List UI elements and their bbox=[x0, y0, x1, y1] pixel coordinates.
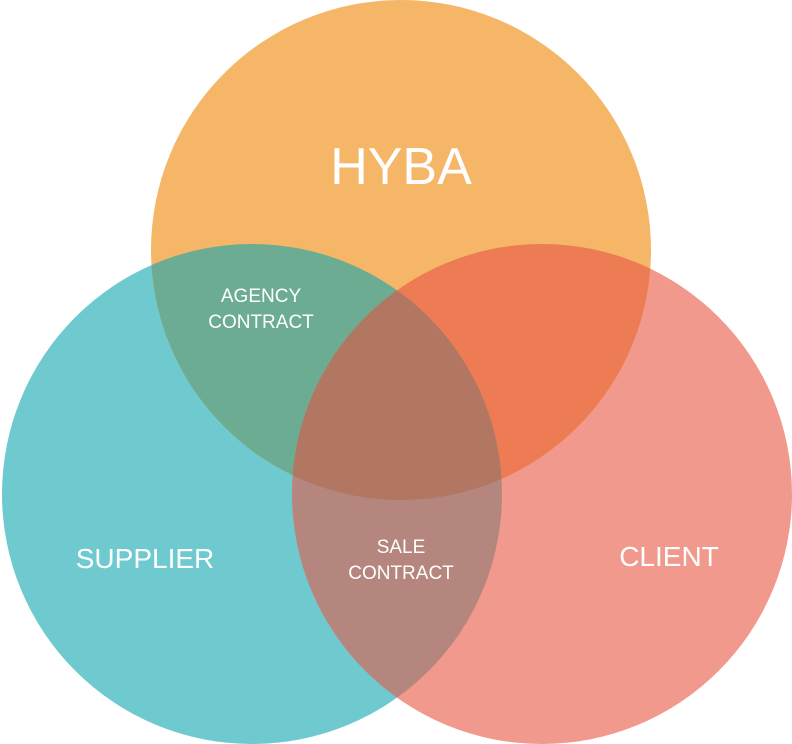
label-agency-contract-line2: CONTRACT bbox=[208, 312, 314, 333]
label-hyba: HYBA bbox=[330, 138, 472, 196]
label-client: CLIENT bbox=[619, 541, 719, 572]
intersection-all bbox=[292, 244, 502, 500]
label-agency-contract-line1: AGENCY bbox=[221, 286, 302, 307]
label-supplier: SUPPLIER bbox=[76, 543, 215, 574]
label-sale-contract-line1: SALE bbox=[377, 537, 426, 558]
label-sale-contract-line2: CONTRACT bbox=[348, 563, 454, 584]
